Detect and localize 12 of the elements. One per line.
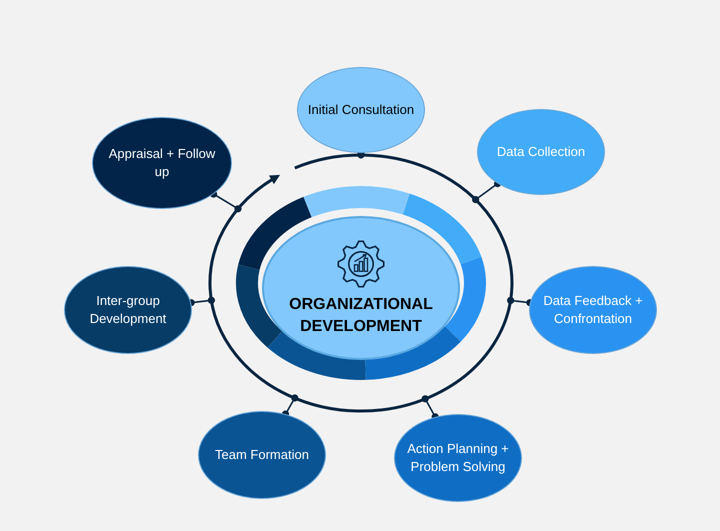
- connector-line: [210, 190, 242, 212]
- stage-label: Inter-group Development: [88, 292, 168, 328]
- connector-line: [422, 395, 439, 420]
- connector-line: [472, 180, 502, 204]
- stage-label: Action Planning + Problem Solving: [406, 440, 510, 476]
- stage-label: Team Formation: [214, 446, 310, 464]
- center-title: ORGANIZATIONAL DEVELOPMENT: [288, 295, 434, 337]
- stage-label: Data Feedback + Confrontation: [542, 292, 644, 328]
- stage-label: Appraisal + Follow up: [108, 145, 216, 181]
- stage-label: Data Collection: [496, 143, 586, 161]
- connector-line: [282, 394, 298, 418]
- stage-label: Initial Consultation: [306, 101, 416, 119]
